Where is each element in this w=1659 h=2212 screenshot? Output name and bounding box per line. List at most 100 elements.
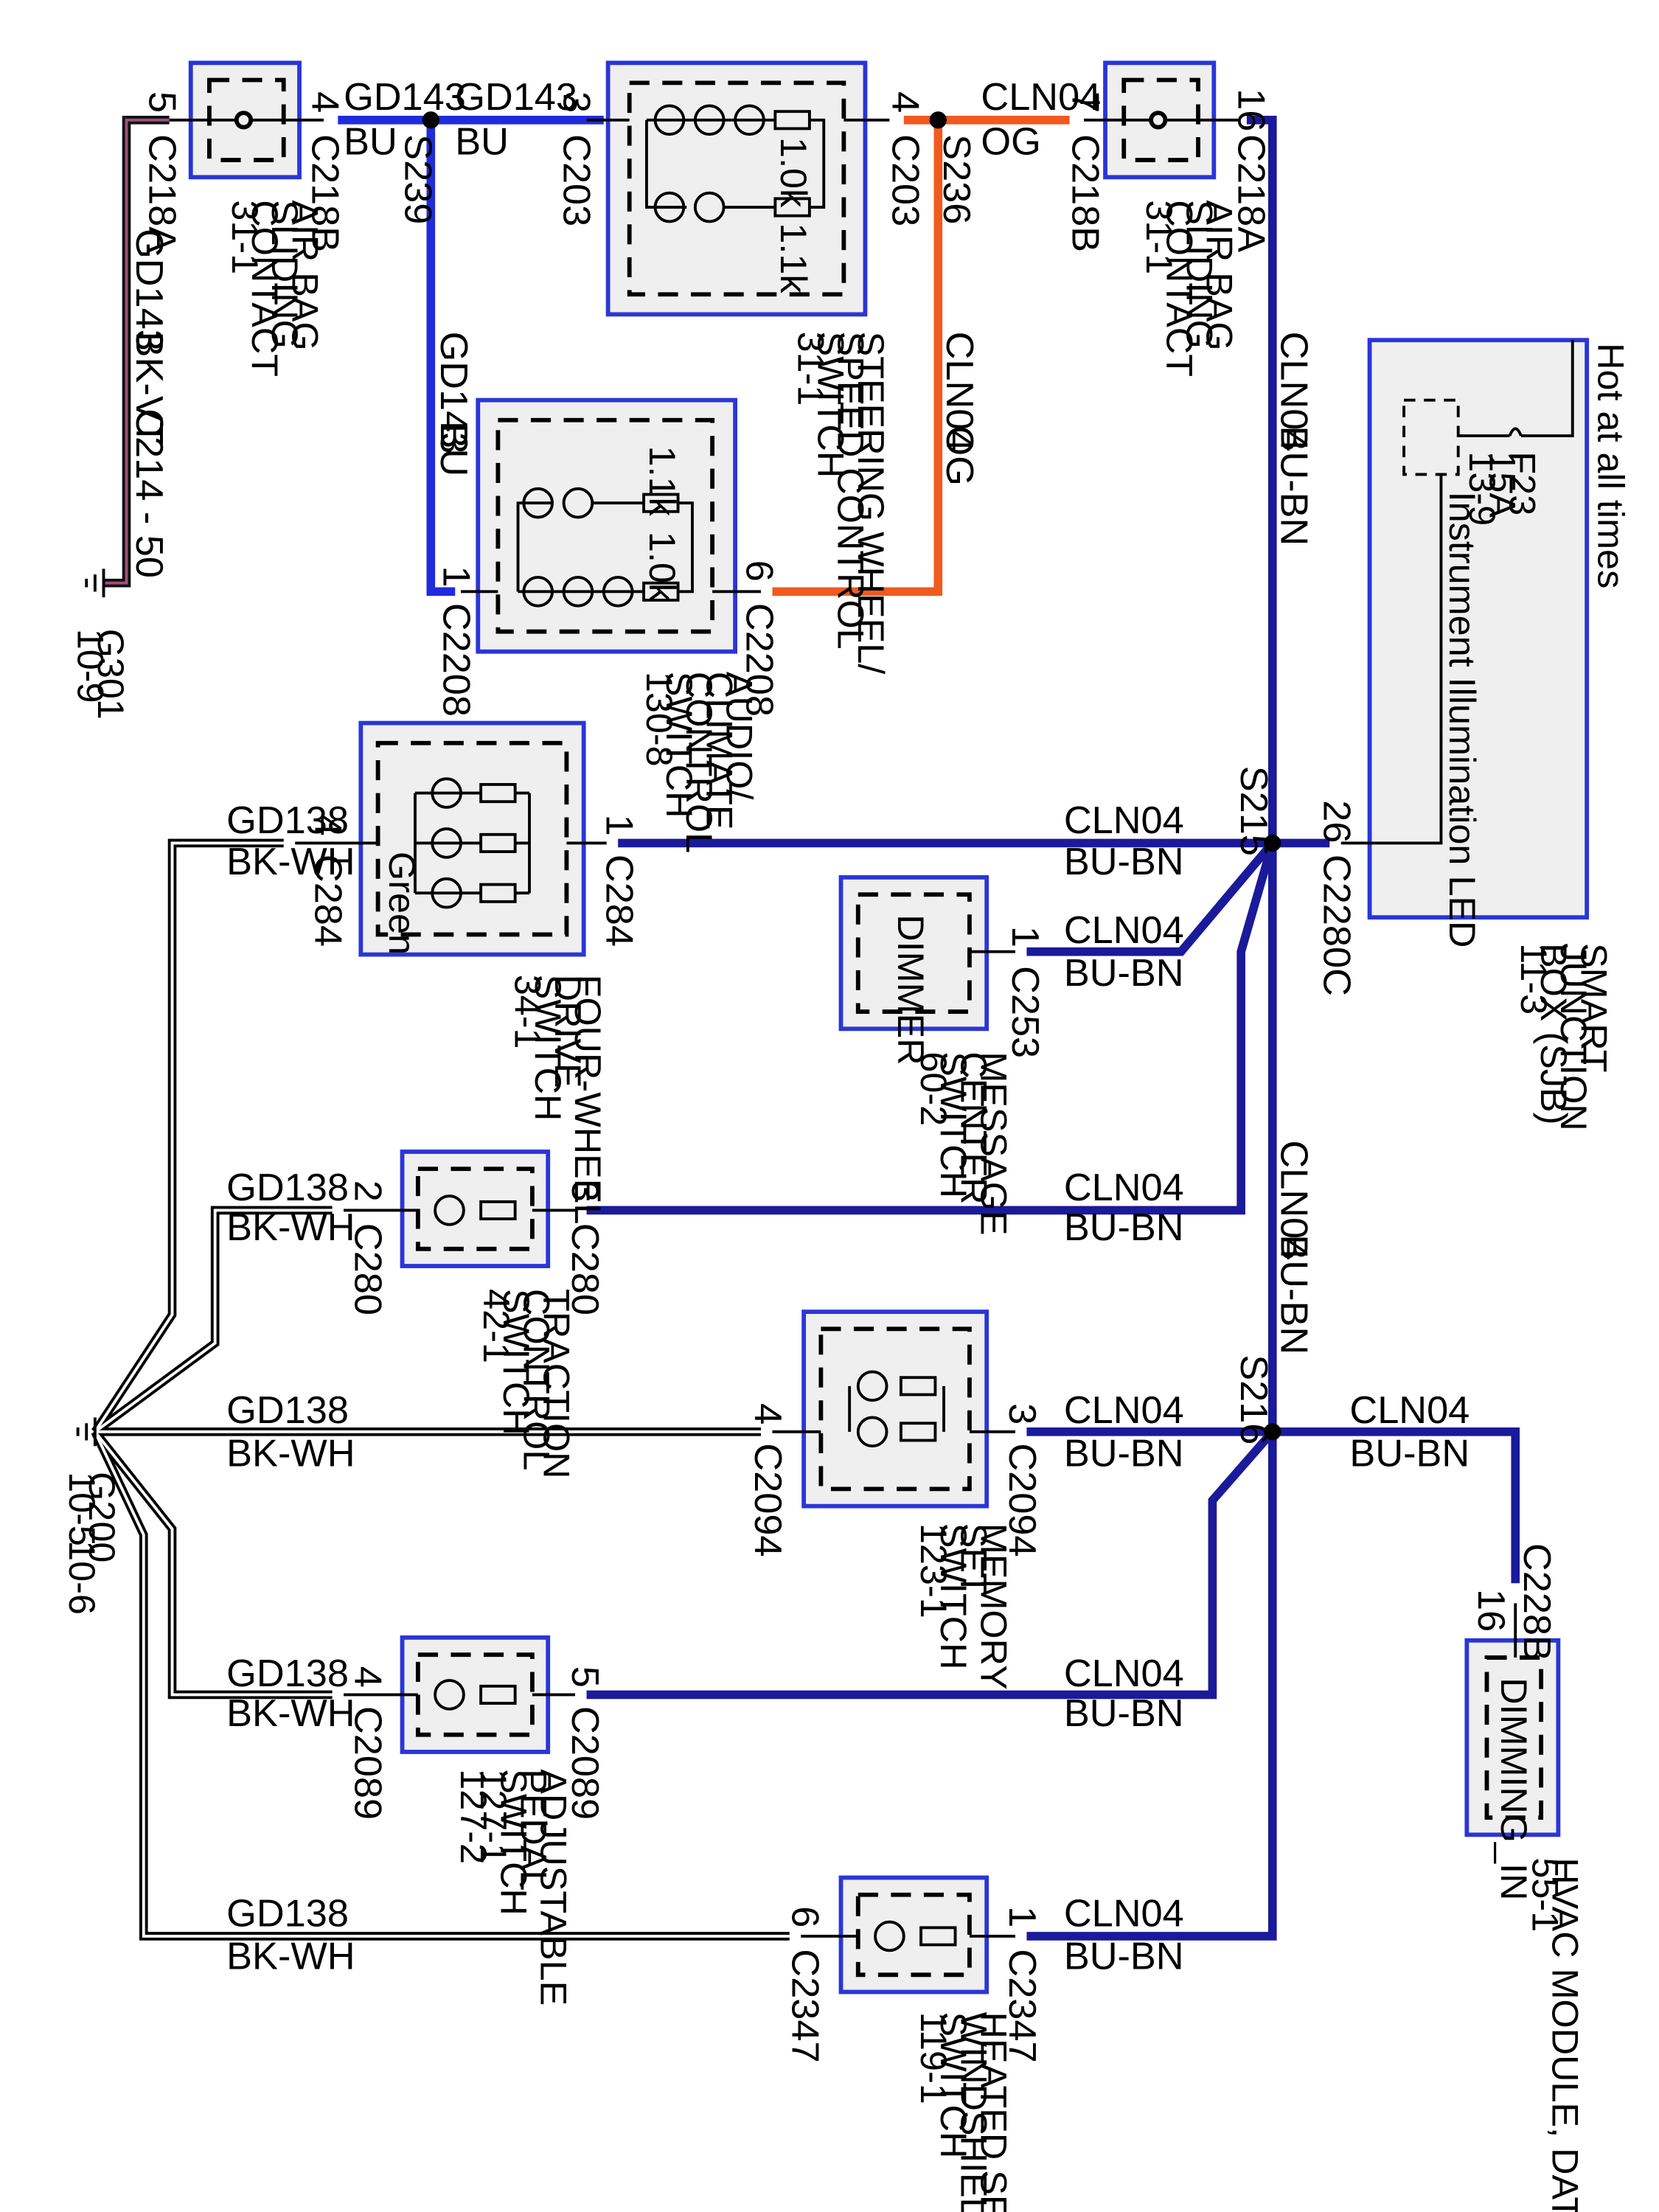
hot-label: Hot at all times (1590, 343, 1632, 588)
internal-label: Instrument Illumination LED (1441, 492, 1484, 948)
label: CLN04 (1349, 1389, 1470, 1432)
label: 5 (141, 91, 184, 113)
label: C280 (347, 1223, 389, 1315)
label: CLN04 (1064, 1166, 1184, 1209)
svg-text:31-1: 31-1 (790, 332, 832, 406)
label: 4 (306, 815, 349, 836)
svg-text:CLIMATE: CLIMATE (698, 672, 740, 830)
svg-text:AIR BAG: AIR BAG (284, 200, 326, 350)
label: C214 - 50 (128, 408, 170, 578)
audio-name: AUDIO/ CLIMATE CONTROL SWITCH 130-8 (639, 672, 761, 853)
label: C284 (598, 855, 641, 947)
wire-bkvt-stripe (103, 118, 170, 585)
label: BK-VT (128, 332, 170, 445)
ground-icon-g301 (85, 568, 105, 598)
svg-text:130-8: 130-8 (639, 672, 681, 767)
wire-og-down (772, 119, 943, 597)
svg-text:AUDIO/: AUDIO/ (718, 672, 760, 800)
label: C2280C (1315, 855, 1358, 996)
audio-box (476, 397, 737, 654)
label: C2347 (1001, 1949, 1043, 2062)
fuse-label: 15A (1481, 451, 1523, 518)
label: 4 (347, 1666, 389, 1688)
svg-text:FOUR-WHEEL: FOUR-WHEEL (567, 975, 609, 1225)
internal-symbols (414, 104, 957, 1952)
label: BU-BN (1064, 1432, 1184, 1475)
ground-icon-g200 (76, 1417, 97, 1447)
wire-cln04-main (1026, 115, 1277, 1941)
traction-name: TRACTION CONTROL SWITCH 42-1 (476, 1289, 577, 1478)
svg-text:ADJUSTABLE: ADJUSTABLE (533, 1769, 575, 2006)
label: BK-WH (226, 841, 355, 883)
label: C203 (883, 134, 926, 226)
label: BK-WH (226, 1935, 355, 1978)
memory-box (801, 1310, 990, 1509)
label: BU-BN (1064, 841, 1184, 883)
svg-text:SWITCH: SWITCH (495, 1289, 538, 1436)
label: GD138 (226, 1892, 349, 1935)
steering-name: STEERING WHEEL/ SPEED CONTROL SWITCH 31-… (790, 332, 891, 675)
svg-text:SLIDING: SLIDING (1178, 200, 1220, 349)
label: 6 (784, 1906, 827, 1927)
label: 3 (1001, 1403, 1043, 1425)
svg-text:60-2: 60-2 (913, 1051, 955, 1126)
hvac-inner-label: DIMMING_IN (1493, 1677, 1535, 1900)
label: 16 (1470, 1589, 1512, 1632)
label: CLN04 (1064, 799, 1184, 842)
label: C2094 (746, 1443, 789, 1557)
label: C203 (555, 134, 598, 226)
label: BU (432, 423, 475, 477)
sjb-name: SMART JUNCTION BOX (SJB) 11-3 (1513, 943, 1615, 1131)
fuse-label: 13-9 (1461, 451, 1503, 526)
label: GD138 (226, 799, 349, 842)
splices (422, 111, 1281, 1441)
label: BU-BN (1064, 1692, 1184, 1735)
resistor-value: 1.1k (773, 223, 815, 293)
splice-s239 (422, 111, 439, 129)
label: 1 (1001, 1906, 1043, 1927)
hvac-name: HVAC MODULE, DATC 55-1 (1524, 1857, 1586, 2212)
svg-text:SWITCH: SWITCH (493, 1769, 535, 1916)
resistor-value: 1.0k (773, 137, 815, 208)
label: 4 (883, 91, 926, 113)
wires (91, 115, 1520, 1941)
label: CLN04 (1064, 909, 1184, 952)
label: C2089 (563, 1706, 606, 1820)
label: S216 (1232, 1354, 1275, 1444)
svg-text:HEATED SEAT/: HEATED SEAT/ (973, 2012, 1015, 2212)
svg-text:10-5: 10-5 (61, 1472, 103, 1546)
wire-bkwh-group (91, 838, 790, 1941)
label: C218A (1229, 134, 1272, 252)
fourwd-box (358, 720, 586, 957)
svg-text:SLIDING: SLIDING (264, 200, 306, 349)
label: C2094 (1001, 1443, 1043, 1557)
label: C2208 (738, 603, 781, 717)
ground-g200-label: G200 10-5 10-6 (61, 1472, 123, 1615)
svg-text:CENTER: CENTER (953, 1051, 995, 1204)
svg-text:119-1: 119-1 (913, 2012, 955, 2104)
label: GD143 (455, 76, 577, 119)
label: C2089 (347, 1706, 389, 1820)
label: BU-BN (1272, 1234, 1315, 1354)
svg-text:CONTROL: CONTROL (515, 1289, 557, 1470)
label: BK-WH (226, 1206, 355, 1249)
label: S236 (935, 134, 978, 224)
text-layer: 5 C218A 4 C218B GD143 BU S239 GD143 BU 3… (61, 76, 1632, 2212)
svg-text:MESSAGE: MESSAGE (973, 1051, 1015, 1235)
label: C2208 (435, 603, 478, 717)
svg-text:SMART: SMART (1573, 943, 1615, 1072)
airbag-left-name: AIR BAG SLIDING CONTACT 31-1 (224, 200, 326, 377)
message-inner-label: DIMMER (890, 914, 932, 1065)
label: 1 (435, 566, 478, 587)
svg-text:SPEED CONTROL: SPEED CONTROL (830, 332, 872, 650)
wire-gd143-down (426, 119, 456, 597)
label: C280 (563, 1223, 606, 1315)
label: C228B (1515, 1543, 1558, 1661)
svg-text:SWITCH: SWITCH (810, 332, 852, 479)
svg-text:WINDSHIELD: WINDSHIELD (953, 2012, 995, 2212)
svg-text:123-1: 123-1 (913, 1523, 955, 1618)
label: BK-WH (226, 1432, 355, 1475)
label: C218B (1063, 134, 1106, 252)
svg-text:31-1: 31-1 (224, 200, 266, 274)
